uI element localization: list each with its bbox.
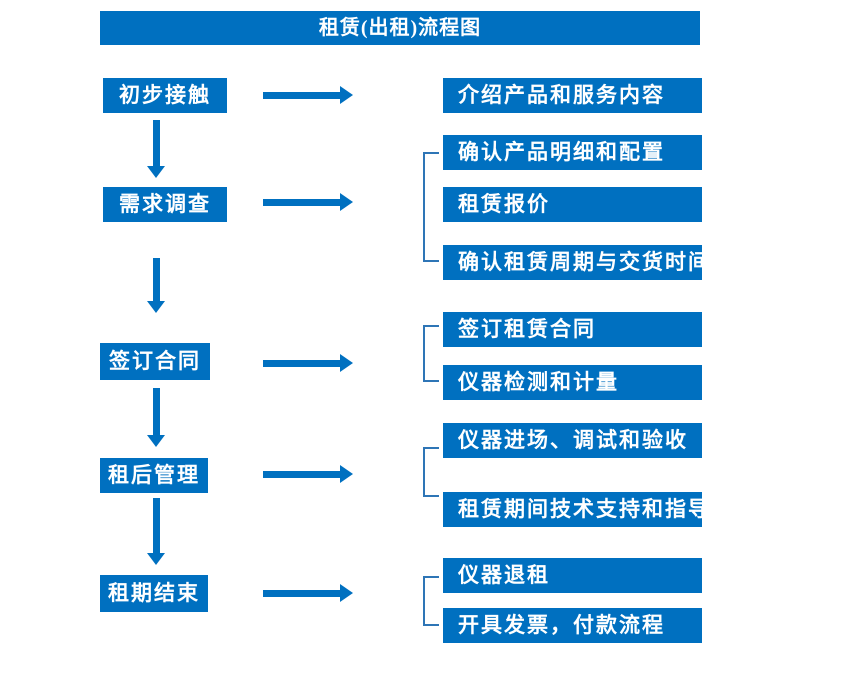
down-arrow-shaft [152, 388, 160, 435]
detail-box-instrument-setup-acceptance: 仪器进场、调试和验收 [443, 423, 702, 458]
flow-arrow-initial-contact [263, 86, 353, 104]
down-arrow-head [147, 301, 165, 313]
flow-arrow-head [340, 354, 353, 372]
detail-box-invoice-payment: 开具发票，付款流程 [443, 608, 702, 643]
flow-arrow-head [340, 86, 353, 104]
down-arrow-3 [147, 388, 165, 447]
flow-arrow-shaft [263, 198, 340, 206]
flow-arrow-sign-contract [263, 354, 353, 372]
bracket-sign-contract-group [423, 325, 439, 382]
detail-box-confirm-period-delivery: 确认租赁周期与交货时间 [443, 245, 702, 280]
down-arrow-head [147, 166, 165, 178]
flow-arrow-shaft [263, 91, 340, 99]
detail-box-sign-rental-contract: 签订租赁合同 [443, 312, 702, 347]
flow-arrow-post-rental [263, 465, 353, 483]
bracket-rental-end-group [423, 576, 439, 626]
flow-arrow-shaft [263, 359, 340, 367]
detail-box-instrument-return: 仪器退租 [443, 558, 702, 593]
page-title: 租赁(出租)流程图 [100, 11, 700, 45]
step-box-sign-contract: 签订合同 [100, 343, 210, 380]
flow-arrow-shaft [263, 589, 340, 597]
down-arrow-4 [147, 498, 165, 565]
down-arrow-shaft [152, 258, 160, 301]
flow-arrow-shaft [263, 470, 340, 478]
detail-box-confirm-product-config: 确认产品明细和配置 [443, 135, 702, 170]
down-arrow-2 [147, 258, 165, 313]
detail-box-tech-support: 租赁期间技术支持和指导 [443, 492, 702, 527]
down-arrow-1 [147, 120, 165, 178]
step-box-demand-survey: 需求调查 [103, 187, 227, 222]
flow-arrow-head [340, 193, 353, 211]
down-arrow-shaft [152, 498, 160, 553]
detail-box-instrument-testing: 仪器检测和计量 [443, 365, 702, 400]
flow-arrow-rental-end [263, 584, 353, 602]
flow-arrow-head [340, 465, 353, 483]
step-box-initial-contact: 初步接触 [103, 78, 227, 113]
down-arrow-shaft [152, 120, 160, 166]
flow-arrow-head [340, 584, 353, 602]
flow-arrow-demand-survey [263, 193, 353, 211]
down-arrow-head [147, 553, 165, 565]
step-box-post-rental-management: 租后管理 [100, 458, 208, 493]
down-arrow-head [147, 435, 165, 447]
bracket-post-rental-group [423, 447, 439, 497]
bracket-demand-survey-group [423, 152, 439, 262]
detail-box-rental-quote: 租赁报价 [443, 187, 702, 222]
detail-box-introduce-products: 介绍产品和服务内容 [443, 78, 702, 113]
step-box-rental-end: 租期结束 [100, 575, 208, 612]
